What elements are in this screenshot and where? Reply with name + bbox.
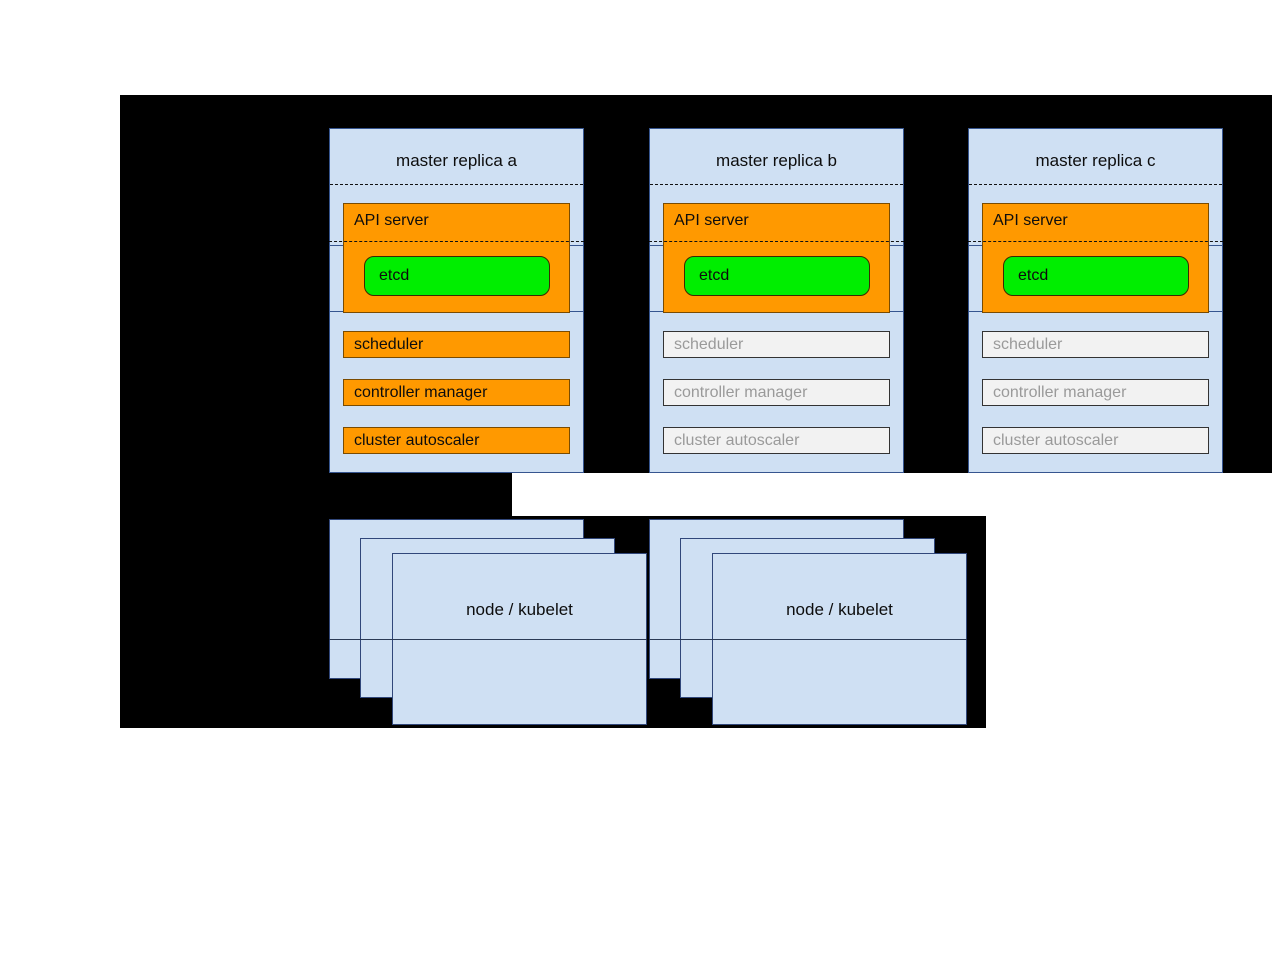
replica-c-separator-api xyxy=(968,241,1223,242)
component-scheduler-a[interactable]: scheduler xyxy=(343,331,570,358)
component-cluster-autoscaler-b[interactable]: cluster autoscaler xyxy=(663,427,890,454)
etcd-label-a: etcd xyxy=(379,267,410,284)
component-cluster-autoscaler-c[interactable]: cluster autoscaler xyxy=(982,427,1209,454)
component-scheduler-a-label: scheduler xyxy=(354,335,424,353)
node-stack-1-rule xyxy=(329,639,647,640)
component-controller-manager-c-label: controller manager xyxy=(993,383,1127,401)
node-stack-2-rule xyxy=(649,639,967,640)
component-controller-manager-a[interactable]: controller manager xyxy=(343,379,570,406)
master-replica-c-title: master replica c xyxy=(1035,151,1156,170)
replica-c-separator-top xyxy=(969,184,1222,185)
component-cluster-autoscaler-a[interactable]: cluster autoscaler xyxy=(343,427,570,454)
component-controller-manager-b[interactable]: controller manager xyxy=(663,379,890,406)
replica-b-separator-top xyxy=(650,184,903,185)
etcd-label-b: etcd xyxy=(699,267,730,284)
component-scheduler-c-label: scheduler xyxy=(993,335,1063,353)
component-controller-manager-b-label: controller manager xyxy=(674,383,808,401)
component-scheduler-b[interactable]: scheduler xyxy=(663,331,890,358)
api-server-label-b: API server xyxy=(674,212,749,229)
replica-a-separator-top xyxy=(330,184,583,185)
etcd-label-c: etcd xyxy=(1018,267,1049,284)
etcd-b[interactable]: etcd xyxy=(684,256,870,296)
etcd-a[interactable]: etcd xyxy=(364,256,550,296)
master-replica-b-title: master replica b xyxy=(716,151,837,170)
component-cluster-autoscaler-c-label: cluster autoscaler xyxy=(993,431,1119,449)
api-server-label-c: API server xyxy=(993,212,1068,229)
etcd-c[interactable]: etcd xyxy=(1003,256,1189,296)
node-stack-1-label: node / kubelet xyxy=(466,600,573,619)
replica-a-separator-api xyxy=(329,241,584,242)
api-server-label-a: API server xyxy=(354,212,429,229)
component-cluster-autoscaler-b-label: cluster autoscaler xyxy=(674,431,800,449)
replica-b-separator-api xyxy=(649,241,904,242)
component-controller-manager-c[interactable]: controller manager xyxy=(982,379,1209,406)
master-replica-a-title: master replica a xyxy=(396,151,517,170)
component-scheduler-c[interactable]: scheduler xyxy=(982,331,1209,358)
component-controller-manager-a-label: controller manager xyxy=(354,383,488,401)
node-stack-2-label: node / kubelet xyxy=(786,600,893,619)
component-scheduler-b-label: scheduler xyxy=(674,335,744,353)
component-cluster-autoscaler-a-label: cluster autoscaler xyxy=(354,431,480,449)
